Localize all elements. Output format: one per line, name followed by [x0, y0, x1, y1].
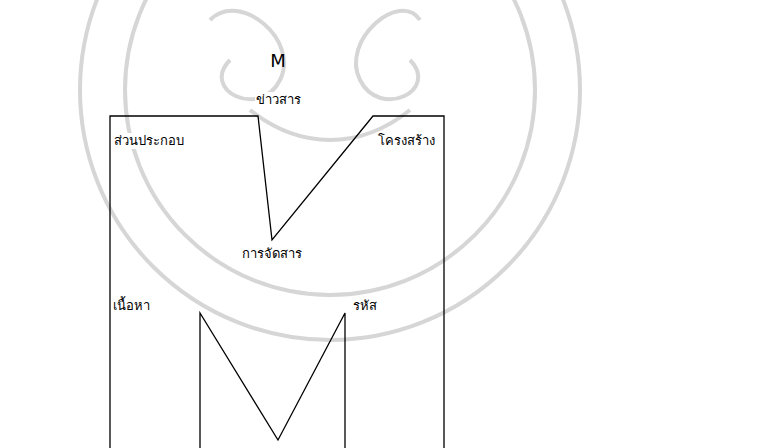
- message-label: ข่าวสาร: [255, 92, 302, 108]
- title-letter: M: [270, 50, 286, 72]
- component-label: ส่วนประกอบ: [113, 133, 185, 149]
- structure-label: โครงสร้าง: [377, 133, 436, 149]
- content-label: เนื้อหา: [112, 298, 151, 314]
- treatment-label: การจัดสาร: [241, 246, 303, 262]
- code-label: รหัส: [352, 298, 378, 314]
